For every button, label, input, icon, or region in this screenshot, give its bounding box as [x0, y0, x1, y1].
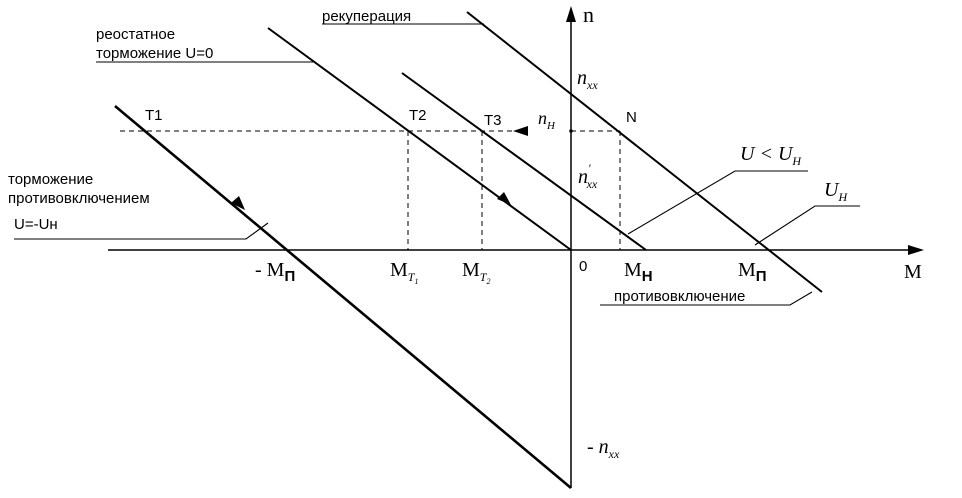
tick-n-xx: nxx — [577, 67, 598, 92]
origin-label: 0 — [579, 258, 587, 275]
tick-M-T1: MT1 — [390, 259, 418, 286]
label-UH: UН — [824, 179, 848, 204]
label-rheostatic-line1: реостатное — [96, 26, 175, 43]
point-label-N: N — [626, 109, 637, 126]
tick-n-H: nН — [538, 108, 556, 132]
counter-line-direction-arrow — [231, 196, 245, 210]
point-label-T1: T1 — [145, 107, 163, 124]
tick-n-xx-prime: n'xx — [578, 161, 598, 191]
leader-UH — [754, 205, 860, 246]
x-axis-arrowhead — [908, 245, 924, 255]
tick-neg-n-xx: - nxx — [587, 436, 620, 461]
label-U-less-UH: U < UН — [740, 143, 802, 168]
n-H-arrowhead — [513, 126, 528, 136]
label-counter-line3: U=-Uн — [14, 216, 58, 233]
leader-U-less-UH — [627, 170, 808, 235]
tick-M-p: MП — [738, 259, 767, 285]
characteristic-reduced-U — [401, 72, 647, 251]
point-label-T3: T3 — [484, 112, 502, 129]
rheostatic-line-direction-arrow — [497, 192, 511, 205]
tick-M-H: MН — [624, 259, 653, 285]
tick-M-T2: MT2 — [462, 259, 490, 286]
y-axis-arrowhead — [566, 6, 576, 22]
label-rheostatic-line2: торможение U=0 — [96, 45, 213, 62]
label-recuperation: рекуперация — [322, 8, 411, 25]
label-counter-line1: торможение — [8, 171, 93, 188]
characteristic-counter-current — [114, 105, 572, 489]
point-label-T2: T2 — [409, 107, 427, 124]
leader-counter-bottom — [600, 291, 813, 306]
tick-neg-M-p: - MП — [255, 259, 295, 285]
characteristic-rheostatic-U0 — [267, 27, 572, 251]
n-H-axis-dot — [569, 129, 573, 133]
label-counter-line2: противовключением — [8, 190, 150, 207]
leader-counter-current — [14, 222, 269, 240]
label-counter-bottom: противовключение — [614, 288, 745, 305]
characteristic-nominal-UH — [466, 11, 823, 293]
y-axis-label: n — [583, 2, 594, 27]
x-axis-label: M — [904, 261, 922, 283]
